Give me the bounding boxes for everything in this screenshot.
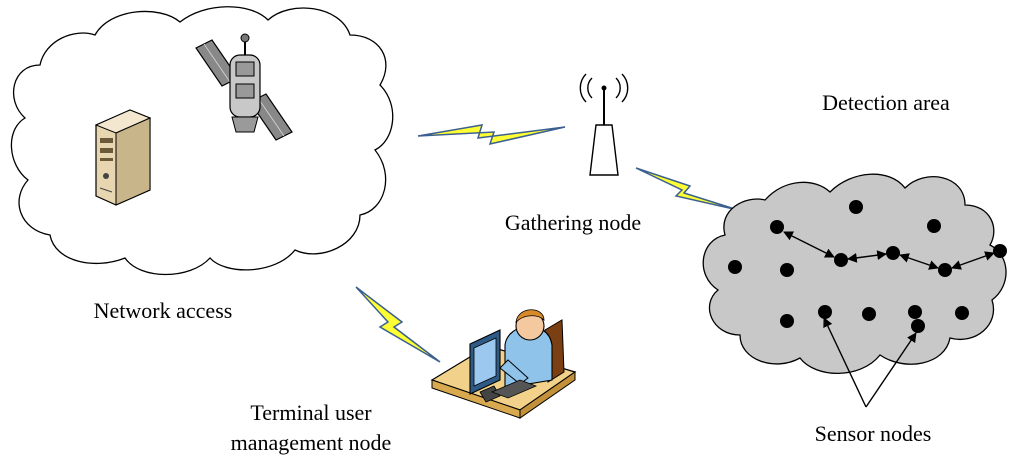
server-icon: [94, 109, 152, 206]
sensor-node: [780, 263, 794, 277]
satellite-icon: [195, 33, 293, 141]
sensor-node: [862, 307, 876, 321]
sensor-node: [908, 305, 922, 319]
sensor-node: [849, 200, 863, 214]
sensor-node: [770, 220, 784, 234]
sensor-node: [955, 306, 969, 320]
detection-area-label: Detection area: [822, 90, 950, 115]
sensor-node: [938, 263, 952, 277]
sensor-nodes-label: Sensor nodes: [815, 421, 932, 446]
sensor-node: [886, 246, 900, 260]
network-access-label: Network access: [94, 298, 233, 323]
sensor-node: [728, 260, 742, 274]
network-access-cloud: [10, 6, 394, 276]
sensor-node: [780, 314, 794, 328]
sensor-nodes-group: [728, 200, 1007, 333]
sensor-label-pointers: [823, 317, 917, 408]
sensor-node: [834, 253, 848, 267]
wireless-link-bolt: [417, 124, 566, 146]
wireless-link-bolt: [355, 286, 441, 363]
user-workstation-icon: [430, 309, 577, 419]
wireless-link-bolt: [635, 167, 739, 211]
sensor-node: [818, 305, 832, 319]
terminal-label-line2: management node: [231, 430, 392, 455]
sensor-node: [911, 319, 925, 333]
sensor-node: [993, 244, 1007, 258]
antenna-icon: [579, 73, 629, 176]
terminal-label-line1: Terminal user: [250, 400, 372, 425]
sensor-links: [783, 231, 995, 270]
gathering-node-label: Gathering node: [505, 210, 641, 235]
sensor-node: [927, 219, 941, 233]
